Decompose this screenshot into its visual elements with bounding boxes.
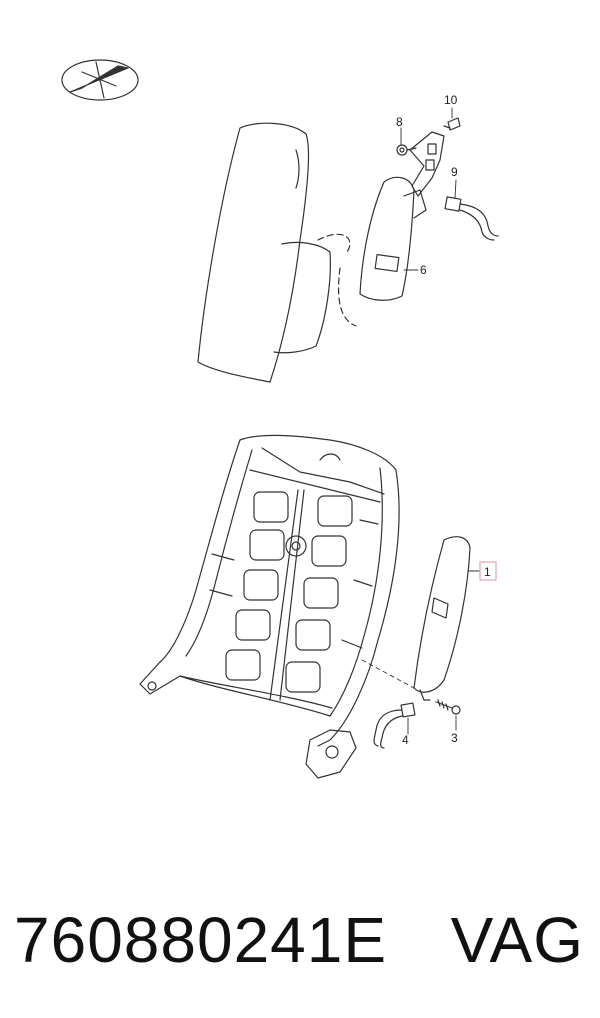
seat-frame — [139, 434, 400, 779]
callout-4: 4 — [402, 733, 409, 747]
side-trim-panel — [413, 536, 471, 701]
callout-3: 3 — [451, 731, 458, 745]
callout-9: 9 — [451, 165, 458, 179]
callout-1: 1 — [484, 565, 491, 579]
lumbar-support-mat — [225, 489, 353, 701]
seat-back-cover — [197, 122, 357, 383]
callout-1-highlight — [479, 561, 497, 581]
exploded-parts-diagram: 1 3 4 6 8 9 10 — [61, 59, 499, 779]
leader-lines — [361, 107, 481, 735]
side-airbag-module — [359, 176, 427, 301]
part-number: 760880241E — [14, 904, 388, 976]
part-footer: 760880241E VAG — [0, 890, 600, 990]
callout-8: 8 — [396, 115, 403, 129]
car-logo-icon — [61, 59, 139, 101]
connector-wiring — [373, 702, 416, 749]
screw-part — [435, 699, 461, 715]
bolt-part — [443, 117, 461, 131]
mounting-bracket — [409, 131, 445, 197]
nut-part — [396, 144, 417, 156]
callout-10: 10 — [444, 93, 458, 107]
brand-label: VAG — [450, 904, 584, 976]
wiring-harness — [444, 196, 499, 241]
callout-6: 6 — [420, 263, 427, 277]
